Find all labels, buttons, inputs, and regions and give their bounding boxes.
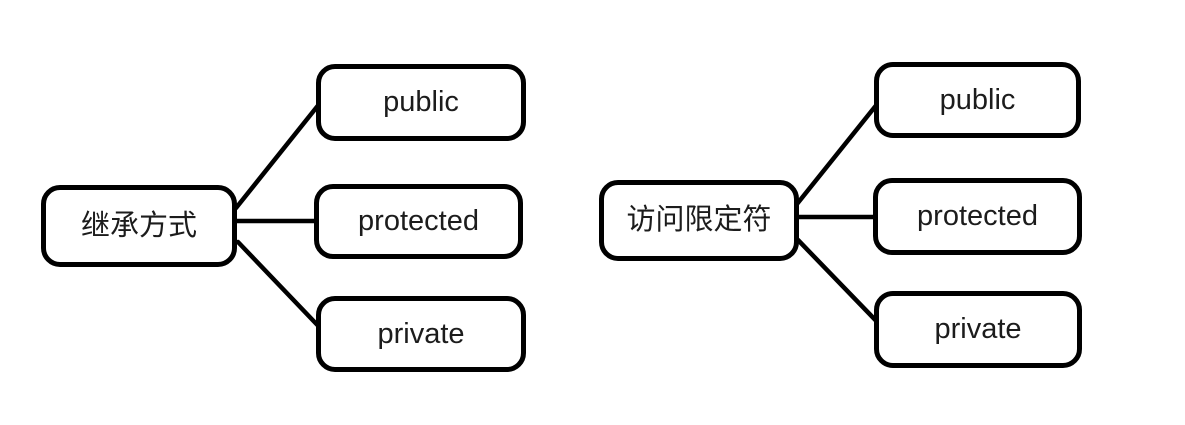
child-node-inheritance-mode-public: public [316, 64, 526, 141]
edge-access-specifier-to-private [795, 237, 889, 334]
root-node-inheritance-mode: 继承方式 [41, 185, 237, 267]
node-label: public [939, 83, 1016, 116]
node-label: 继承方式 [80, 209, 197, 242]
child-node-access-specifier-protected: protected [873, 178, 1082, 255]
child-node-access-specifier-public: public [874, 62, 1081, 138]
child-node-inheritance-mode-private: private [316, 296, 526, 372]
node-label: public [383, 86, 459, 118]
node-label: private [934, 313, 1022, 345]
child-node-inheritance-mode-protected: protected [314, 184, 523, 259]
edge-access-specifier-to-public [794, 95, 885, 207]
node-label: protected [358, 205, 479, 237]
edge-inheritance-mode-to-private [235, 239, 329, 337]
node-label: private [377, 317, 465, 350]
edge-inheritance-mode-to-public [233, 95, 327, 211]
child-node-access-specifier-private: private [874, 291, 1082, 368]
root-node-access-specifier: 访问限定符 [599, 180, 799, 261]
node-label: 访问限定符 [626, 204, 772, 236]
node-label: protected [917, 200, 1038, 232]
